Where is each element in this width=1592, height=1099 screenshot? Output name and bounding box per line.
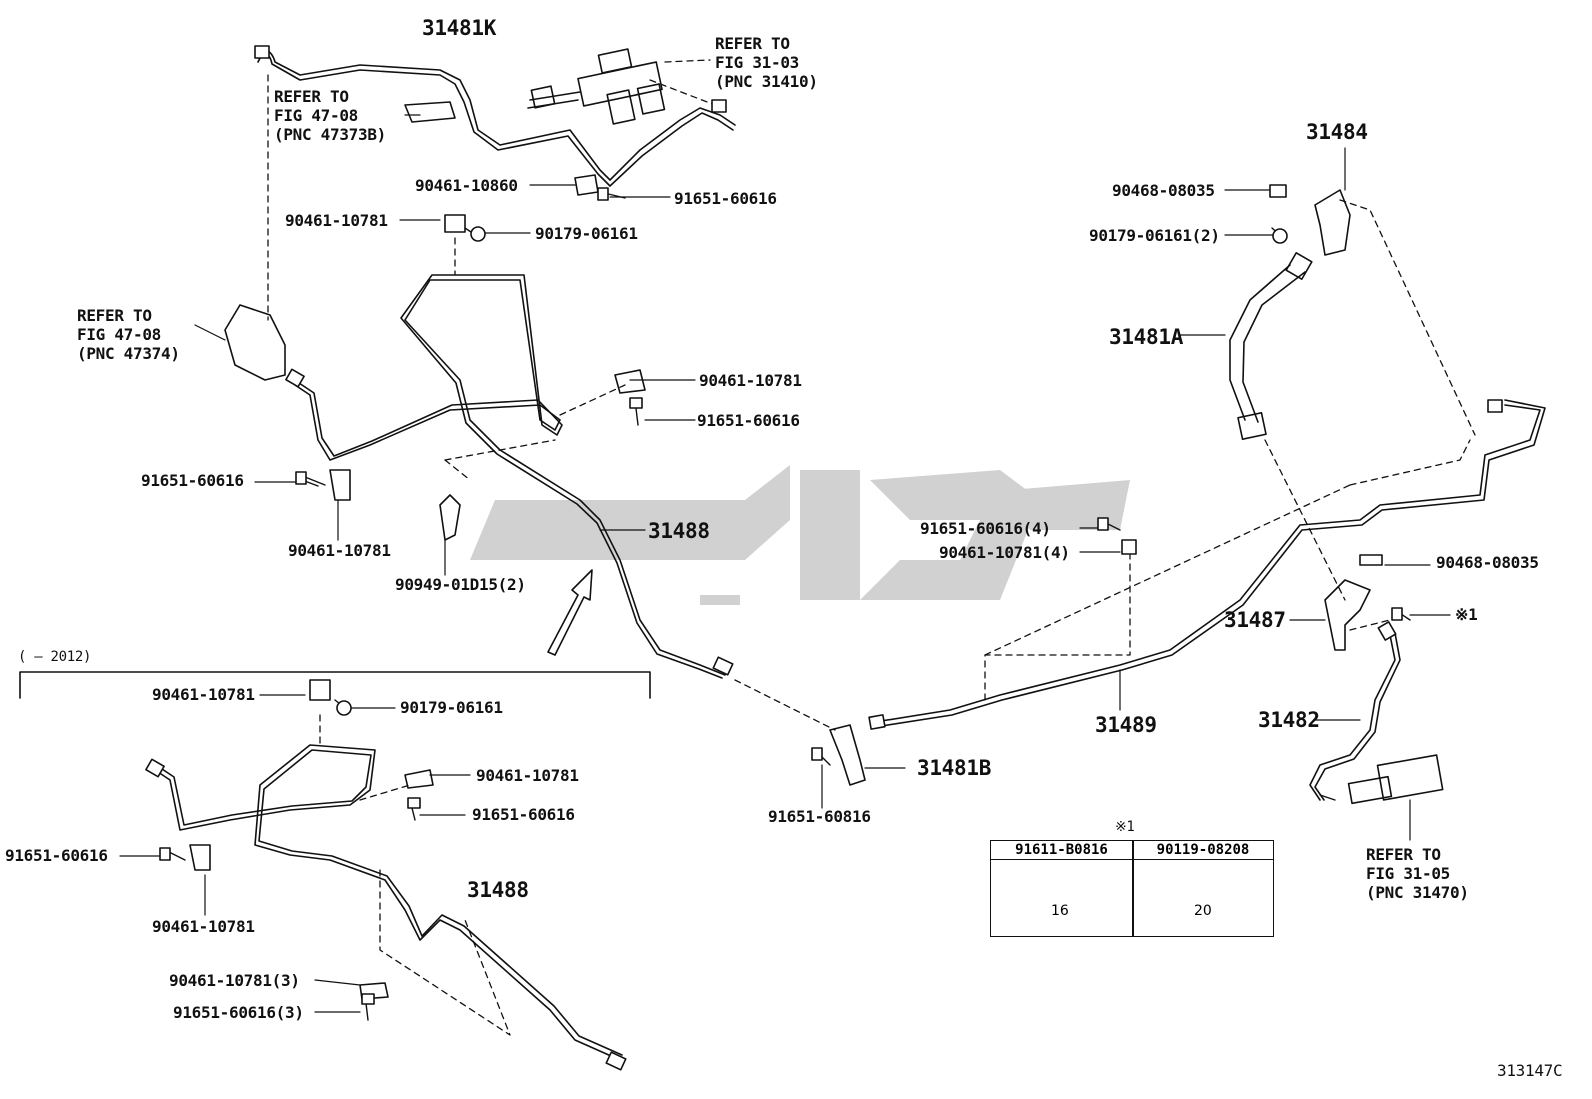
code-91651-60616: 91651-60616: [141, 471, 244, 490]
code-91651-60616: 91651-60616: [472, 805, 575, 824]
hose-31481A: [1229, 264, 1291, 421]
table-header-col2: 90119-08208: [1133, 841, 1273, 860]
part-31484: 31484: [1306, 120, 1368, 144]
code-90461-10781: 90461-10781: [285, 211, 388, 230]
part-31488: 31488: [648, 519, 710, 543]
direction-arrow: [547, 569, 593, 656]
code-91651-60616: 91651-60616: [5, 846, 108, 865]
bolt-length-table: 91611-B0816 90119-08208 16 20: [990, 840, 1274, 937]
part-31481A: 31481A: [1109, 325, 1184, 349]
code-90179-06161: 90179-06161: [400, 698, 503, 717]
inset-pipe-31488: [154, 744, 621, 1061]
code-90179-06161: 90179-06161(2): [1089, 226, 1220, 245]
code-90949-01D15: 90949-01D15(2): [395, 575, 526, 594]
part-31489: 31489: [1095, 713, 1157, 737]
part-31488-inset: 31488: [467, 878, 529, 902]
pipe-31489: [874, 404, 1541, 723]
note-1-mark: ※1: [1455, 605, 1478, 624]
code-90461-10781: 90461-10781: [152, 685, 255, 704]
code-91651-60616: 91651-60616: [697, 411, 800, 430]
part-31481K: 31481K: [422, 16, 497, 40]
code-90461-10781: 90461-10781: [699, 371, 802, 390]
bracket-31487: [1324, 579, 1371, 651]
bolt-table-note-mark: ※1: [1115, 819, 1135, 835]
code-90468-08035: 90468-08035: [1436, 553, 1539, 572]
code-90461-10781: 90461-10781: [288, 541, 391, 560]
part-31482: 31482: [1258, 708, 1320, 732]
code-90179-06161: 90179-06161: [535, 224, 638, 243]
assembly-47374: [224, 304, 286, 381]
table-header-col1: 91611-B0816: [991, 841, 1132, 860]
diagram-id: 313147C: [1497, 1061, 1563, 1080]
code-90461-10781: 90461-10781: [152, 917, 255, 936]
pipe-31482: [1309, 634, 1396, 801]
code-90461-10781: 90461-10781(4): [939, 543, 1070, 562]
code-91651-60616: 91651-60616(4): [920, 519, 1051, 538]
bracket-31484: [1314, 189, 1351, 256]
part-31481B: 31481B: [917, 756, 992, 780]
code-90468-08035: 90468-08035: [1112, 181, 1215, 200]
code-91651-60616: 91651-60616: [674, 189, 777, 208]
release-cylinder: [1376, 754, 1444, 801]
pipe-31488: [294, 279, 726, 676]
code-90461-10781: 90461-10781: [476, 766, 579, 785]
part-31487: 31487: [1224, 608, 1286, 632]
bracket-31481B: [829, 724, 866, 786]
code-90461-10860: 90461-10860: [415, 176, 518, 195]
bolt-length-20: 20: [1194, 903, 1212, 919]
year-range-label: ( – 2012): [18, 649, 92, 665]
table-divider: [1132, 841, 1134, 936]
code-90461-10781: 90461-10781(3): [169, 971, 300, 990]
code-91651-60616: 91651-60616(3): [173, 1003, 304, 1022]
bolt-length-16: 16: [1051, 903, 1069, 919]
code-91651-60816: 91651-60816: [768, 807, 871, 826]
